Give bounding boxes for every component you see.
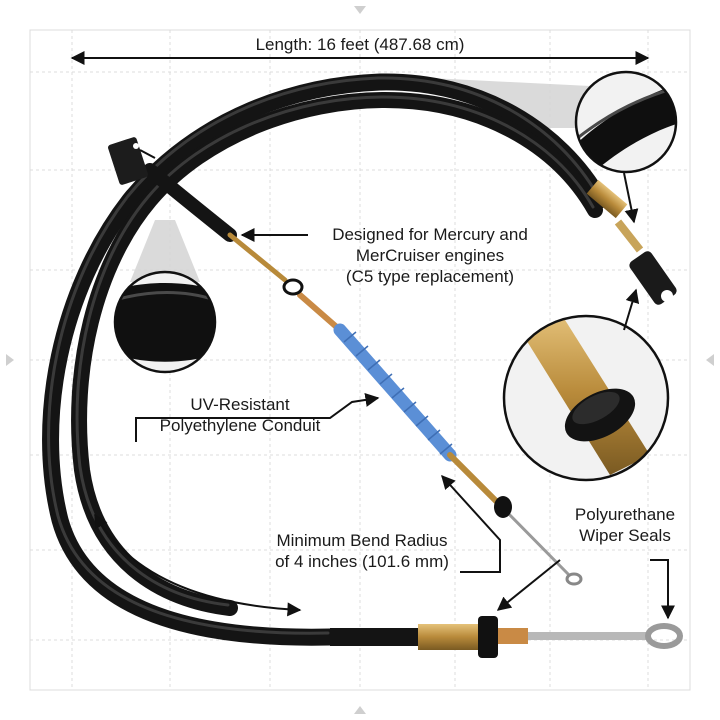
rod-eye-end [565, 572, 583, 586]
conduit-label: UV-Resistant Polyethylene Conduit [140, 394, 340, 436]
detail-magnifier-seal [502, 314, 670, 482]
conduit-label-line1: UV-Resistant [190, 395, 290, 414]
bend-radius-label-line1: Minimum Bend Radius [276, 531, 448, 550]
length-label-text: Length: 16 feet (487.68 cm) [255, 35, 465, 54]
inner-rod [227, 232, 574, 580]
design-label-line3: (C5 type replacement) [345, 267, 515, 286]
wiper-seal-label: Polyurethane Wiper Seals [555, 504, 695, 546]
grid-ticks [6, 6, 714, 714]
design-label: Designed for Mercury and MerCruiser engi… [300, 224, 560, 287]
top-end-fitting [586, 179, 677, 305]
bend-radius-label: Minimum Bend Radius of 4 inches (101.6 m… [252, 530, 472, 572]
bottom-end-fitting [330, 616, 683, 658]
bend-radius-label-line2: of 4 inches (101.6 mm) [275, 552, 449, 571]
cable-tag [108, 137, 156, 185]
length-label: Length: 16 feet (487.68 cm) [200, 34, 520, 55]
blue-sleeve-ribs [343, 331, 453, 455]
annotation-arrows [70, 51, 675, 620]
rod-seal [494, 496, 512, 518]
detail-magnifier-top [574, 70, 678, 174]
callout-wedge-left [130, 220, 200, 282]
detail-magnifier-left [113, 270, 217, 374]
wiper-seal-label-line2: Wiper Seals [579, 526, 671, 545]
design-label-line2: MerCruiser engines [355, 246, 505, 265]
wiper-seal-label-line1: Polyurethane [574, 505, 676, 524]
design-label-line1: Designed for Mercury and [332, 225, 528, 244]
conduit-label-line2: Polyethylene Conduit [159, 416, 321, 435]
rod-clip [282, 278, 304, 296]
